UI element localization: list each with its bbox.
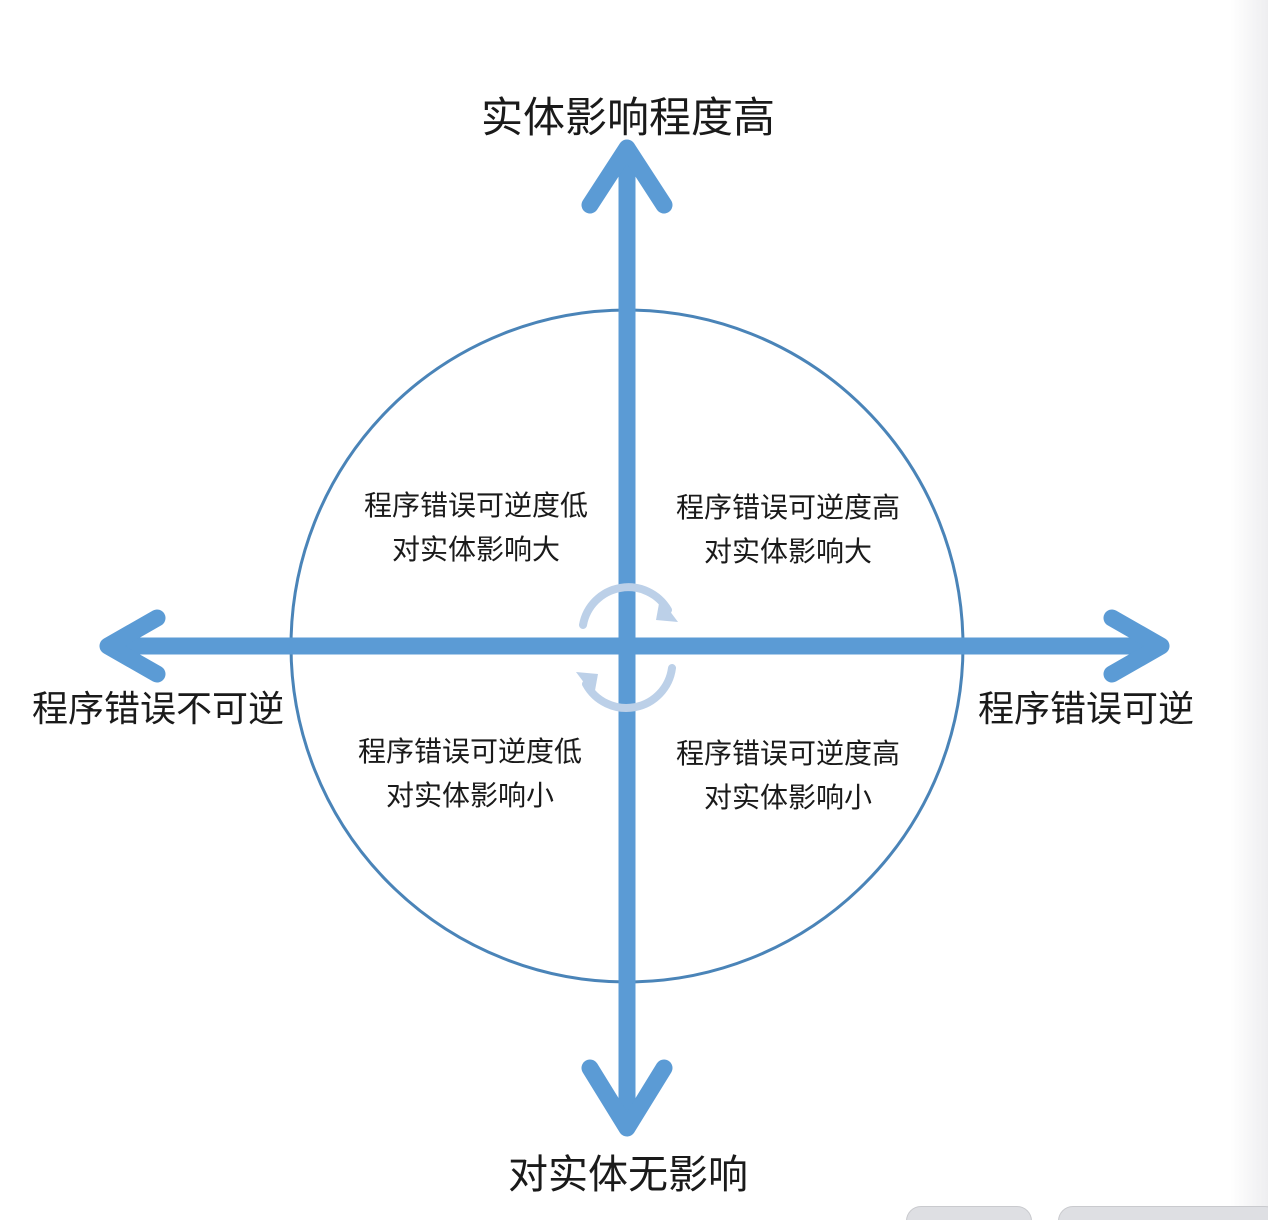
arrow-up-icon [581,139,673,214]
arrow-down-icon [581,1059,673,1137]
quadrant-bottom-left: 程序错误可逆度低 对实体影响小 [320,730,620,818]
quadrant-top-right-line2: 对实体影响大 [703,535,872,568]
quadrant-top-left: 程序错误可逆度低 对实体影响大 [326,484,626,572]
quadrant-top-left-line2: 对实体影响大 [391,533,560,566]
axis-label-top: 实体影响程度高 [480,93,775,142]
arrow-right-icon [1103,609,1170,683]
quadrant-top-right: 程序错误可逆度高 对实体影响大 [638,486,938,574]
quadrant-bottom-right: 程序错误可逆度高 对实体影响小 [638,732,938,820]
quadrant-bottom-left-line1: 程序错误可逆度低 [357,735,582,768]
quadrant-bottom-right-line1: 程序错误可逆度高 [675,737,900,770]
axis-label-right: 程序错误可逆 [978,689,1195,730]
quadrant-bottom-right-line2: 对实体影响小 [703,781,872,814]
right-edge-shadow [1230,0,1268,1220]
arrow-left-icon [99,609,166,683]
bottom-toolbar-button[interactable] [906,1206,1032,1220]
quadrant-top-left-line1: 程序错误可逆度低 [363,489,588,522]
axis-label-bottom: 对实体无影响 [508,1152,748,1198]
quadrant-bottom-left-line2: 对实体影响小 [385,779,554,812]
quadrant-top-right-line1: 程序错误可逆度高 [675,491,900,524]
refresh-cycle-icon [576,583,678,712]
axis-label-left: 程序错误不可逆 [32,689,285,730]
bottom-toolbar-button-wide[interactable] [1058,1206,1268,1220]
